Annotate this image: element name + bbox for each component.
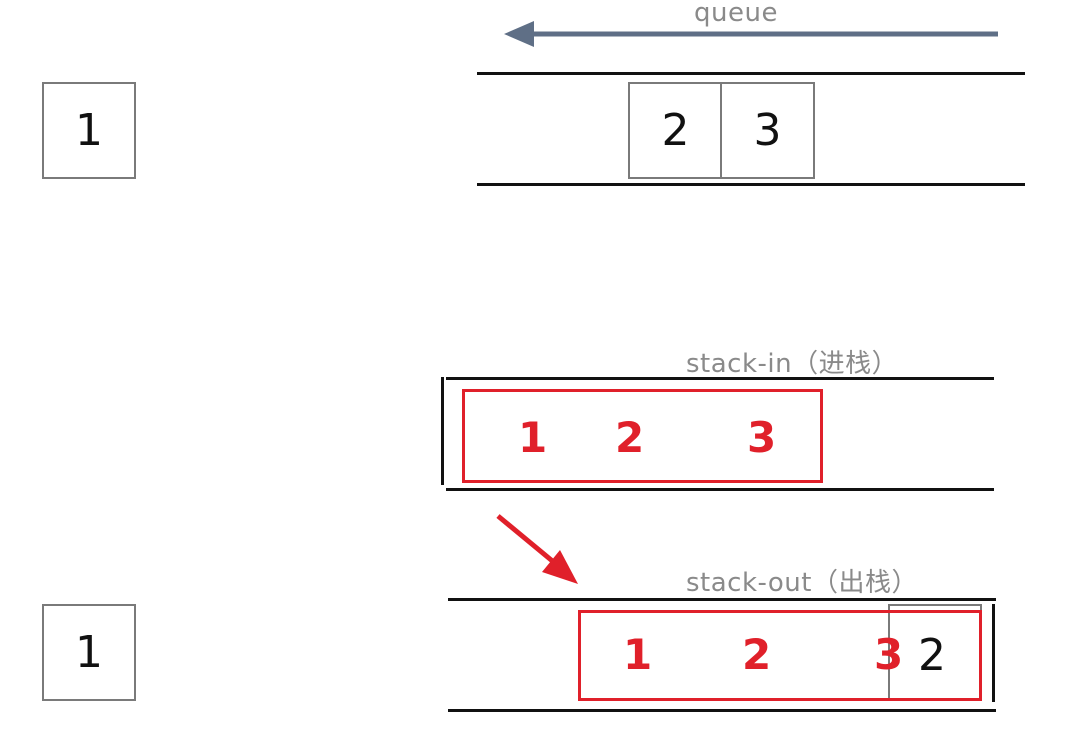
- stack-out-highlight: [578, 610, 982, 701]
- stack-in-highlight: [462, 389, 823, 483]
- stack-out-label: stack-out（出栈）: [686, 568, 918, 598]
- stack-in-top-line: [446, 377, 994, 380]
- queue-cell-value: 2: [661, 105, 690, 156]
- stack-out-bottom-line: [448, 709, 996, 712]
- stack-in-label: stack-in（进栈）: [686, 349, 899, 379]
- queue-cell-value: 3: [753, 105, 782, 156]
- stack-out-item: 1: [623, 630, 653, 679]
- queue-direction-arrow: [504, 21, 998, 47]
- stack-out-top-line: [448, 598, 996, 601]
- dequeued-element-bottom: 1: [42, 604, 136, 701]
- stack-in-bottom-wall: [441, 377, 444, 485]
- box-value: 1: [75, 105, 103, 156]
- queue-label: queue: [694, 0, 778, 28]
- queue-top-line: [477, 72, 1025, 75]
- stack-out-cell-value: 2: [918, 630, 946, 681]
- queue-cell: 2: [628, 82, 723, 179]
- stack-out-item: 3: [874, 630, 904, 679]
- stack-out-bottom-wall: [992, 604, 995, 702]
- queue-bottom-line: [477, 183, 1025, 186]
- stack-out-item: 2: [742, 630, 772, 679]
- dequeued-element-top: 1: [42, 82, 136, 179]
- stack-in-bottom-line: [446, 488, 994, 491]
- box-value: 1: [75, 627, 103, 678]
- stack-in-item: 3: [747, 413, 777, 462]
- transfer-arrow: [496, 514, 578, 584]
- queue-cell: 3: [720, 82, 815, 179]
- stack-in-item: 1: [518, 413, 548, 462]
- stack-in-item: 2: [615, 413, 645, 462]
